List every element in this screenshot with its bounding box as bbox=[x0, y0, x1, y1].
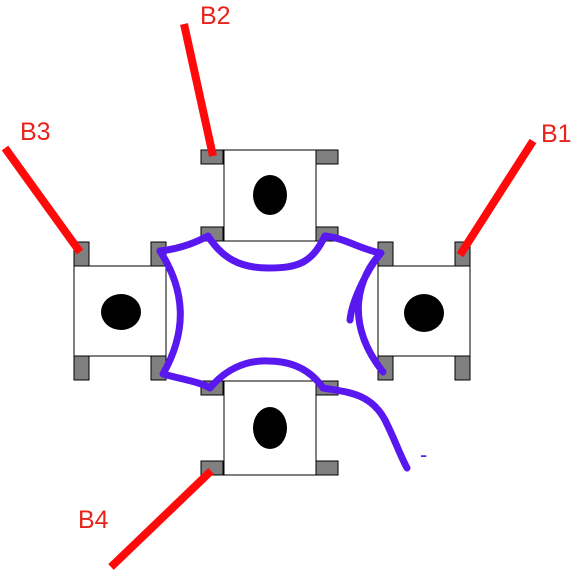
label-b2: B2 bbox=[200, 2, 231, 30]
button-right bbox=[377, 241, 471, 381]
lead-b2 bbox=[180, 23, 217, 157]
button-top bbox=[200, 149, 339, 242]
pin-right-br bbox=[454, 355, 471, 381]
button-top-actuator bbox=[253, 175, 287, 215]
label-minus: - bbox=[420, 442, 427, 467]
lead-b4 bbox=[108, 468, 214, 570]
button-bottom-actuator bbox=[253, 407, 287, 449]
label-b3: B3 bbox=[20, 118, 51, 146]
ground-wire-loop bbox=[156, 232, 387, 376]
button-bottom bbox=[200, 380, 339, 476]
label-b1: B1 bbox=[541, 120, 572, 148]
pin-top-tr bbox=[315, 149, 339, 165]
lead-b3 bbox=[1, 145, 84, 255]
pin-bottom-br bbox=[315, 460, 339, 476]
label-b4: B4 bbox=[78, 506, 109, 534]
lead-b1 bbox=[456, 138, 537, 258]
button-left bbox=[73, 241, 167, 381]
button-right-actuator bbox=[404, 294, 444, 332]
pin-left-bl bbox=[73, 355, 90, 381]
ground-wire-left bbox=[156, 247, 411, 472]
button-top-body bbox=[223, 149, 317, 242]
button-left-actuator bbox=[101, 294, 141, 330]
